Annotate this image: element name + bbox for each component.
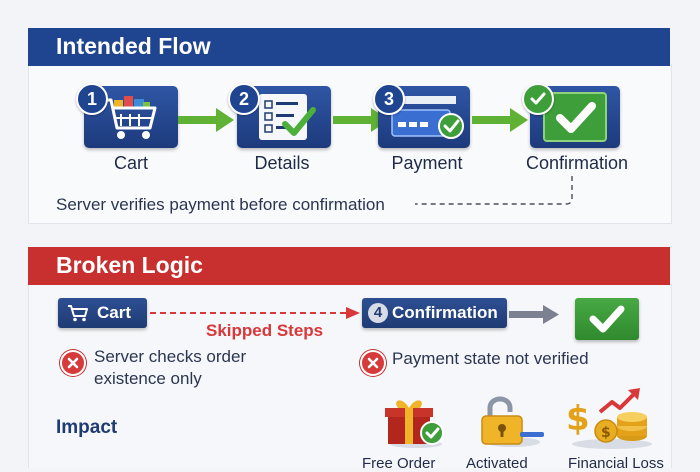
impact-label-free-order: Free Order: [362, 455, 436, 472]
server-verification-note: Server verifies payment before confirmat…: [56, 195, 385, 214]
broken-cart-pill: Cart: [58, 298, 147, 328]
intended-flow-title: Intended Flow: [56, 33, 211, 59]
flow-arrow-1: [178, 108, 234, 132]
gift-box-icon: [385, 400, 444, 448]
payment-step-tile: [378, 86, 470, 148]
shopping-cart-icon: [104, 96, 157, 139]
flow-arrow-3: [472, 108, 528, 132]
step-4-check-badge: [522, 83, 554, 115]
details-step-tile: [237, 86, 331, 148]
broken-confirmation-label: Confirmation: [392, 303, 498, 322]
checklist-form-icon: [259, 94, 316, 140]
broken-confirmation-pill: 4 Confirmation: [362, 298, 507, 328]
issue-left-line-1: Server checks order: [94, 347, 247, 366]
verification-connector: [415, 176, 573, 205]
small-check-icon: [530, 92, 546, 105]
broken-confirmation-check-tile: [575, 298, 639, 340]
unlocked-padlock-icon: [481, 396, 544, 447]
skipped-steps-label: Skipped Steps: [206, 321, 324, 340]
grey-arrow: [509, 305, 559, 324]
step-label-cart: Cart: [113, 153, 148, 173]
issue-left-line-2: existence only: [94, 369, 202, 388]
error-x-icon: [360, 350, 386, 376]
step-label-confirmation: Confirmation: [525, 153, 629, 173]
confirmation-step-tile: [530, 86, 620, 148]
impact-label-activated: Activated: [466, 455, 528, 472]
step-4-badge: 4: [368, 303, 388, 323]
issue-right-text: Payment state not verified: [392, 349, 589, 368]
impact-title: Impact: [56, 417, 118, 438]
broken-logic-banner: Broken Logic: [28, 247, 670, 285]
checkmark-icon: [543, 92, 607, 142]
error-x-icon: [60, 350, 86, 376]
credit-card-icon: [391, 96, 464, 139]
coins-rising-arrow-icon: $ $: [566, 388, 652, 449]
intended-flow-banner: Intended Flow: [28, 28, 670, 66]
impact-label-financial-loss: Financial Loss: [568, 455, 664, 472]
checkmark-icon: [589, 305, 625, 333]
step-2-badge: 2: [228, 83, 260, 115]
svg-text:$: $: [601, 425, 611, 441]
step-label-payment: Payment: [391, 153, 463, 173]
small-cart-icon: [68, 305, 88, 322]
broken-logic-title: Broken Logic: [56, 252, 203, 278]
step-label-details: Details: [254, 153, 310, 173]
broken-cart-label: Cart: [97, 303, 132, 322]
skip-arrow: [150, 307, 360, 319]
svg-text:$: $: [566, 399, 590, 439]
step-1-badge: 1: [76, 83, 108, 115]
step-3-badge: 3: [373, 83, 405, 115]
